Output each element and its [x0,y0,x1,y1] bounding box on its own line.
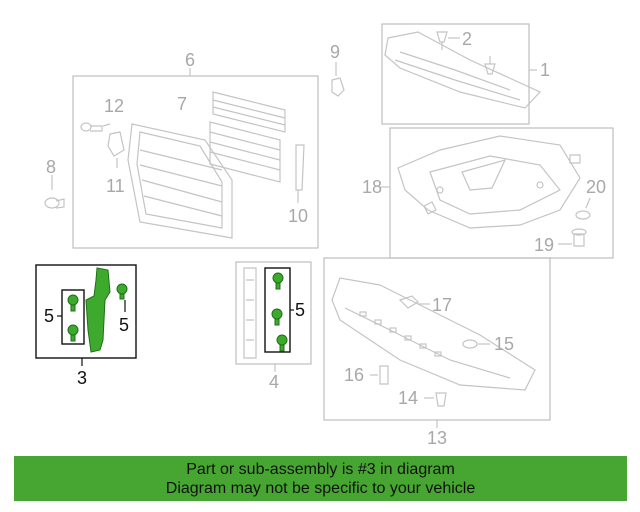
highlighted-part-3 [85,267,111,353]
lower-shield-group [380,127,614,259]
callout-7: 7 [177,94,187,114]
callout-6: 6 [185,50,195,70]
banner-line-1: Part or sub-assembly is #3 in diagram [186,461,455,478]
clip-part-9 [331,62,345,97]
callout-19: 19 [534,235,554,255]
callout-15: 15 [494,334,514,354]
callout-16: 16 [344,365,364,385]
callout-4: 4 [269,372,279,392]
deflector-group [381,23,542,125]
callout-8: 8 [46,157,56,177]
callout-10: 10 [288,206,308,226]
right-bracket-group [235,261,312,372]
screw-part-8 [44,175,65,209]
banner-line-2: Diagram may not be specific to your vehi… [165,480,476,497]
callout-18: 18 [362,177,382,197]
callout-1: 1 [540,60,550,80]
highlighted-bracket-group [35,264,137,366]
shutter-assembly-group [72,68,319,249]
callout-3: 3 [77,368,87,388]
callout-5-left: 5 [44,306,54,326]
callout-5-middle: 5 [119,315,129,335]
undertray-group [323,257,551,428]
callout-13: 13 [427,428,447,448]
callout-17: 17 [432,295,452,315]
parts-diagram: 6 7 12 8 11 10 9 2 1 18 20 19 17 15 16 1… [35,23,614,448]
callout-2: 2 [462,29,472,49]
callout-14: 14 [398,388,418,408]
callout-11: 11 [106,176,125,196]
screws-part-5-right [271,272,288,352]
callout-9: 9 [330,42,340,62]
callout-5-right: 5 [295,300,305,320]
callout-12: 12 [104,96,124,116]
callout-20: 20 [586,177,606,197]
screws-part-5-left [67,283,128,342]
info-banner: Part or sub-assembly is #3 in diagram Di… [14,456,627,501]
